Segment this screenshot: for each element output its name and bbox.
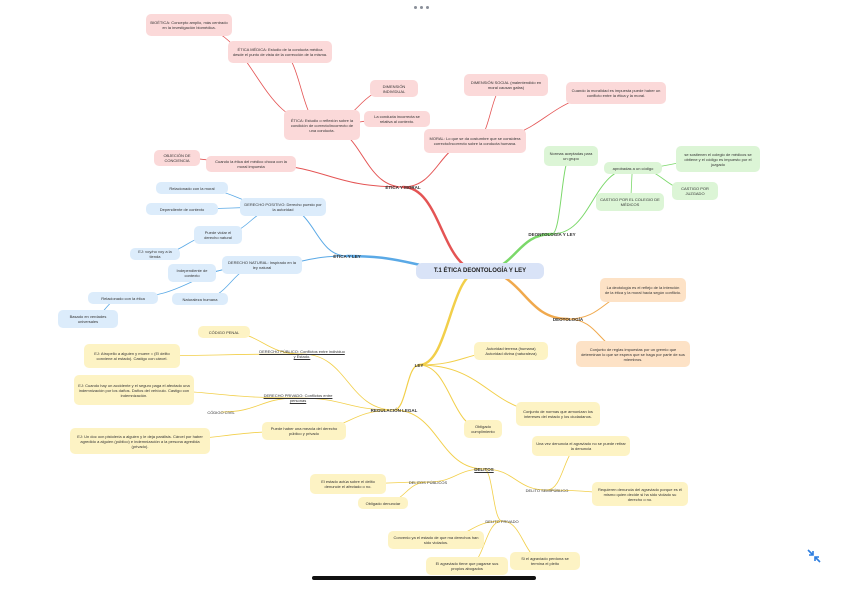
node-naturaleza-humana[interactable]: Naturaleza humana xyxy=(172,293,228,305)
node-ej-doctor[interactable]: EJ: Un doc ocn pistolería a alguien y le… xyxy=(70,428,210,454)
node-obligado-denunciar[interactable]: Obligado denunciar xyxy=(358,497,408,509)
branch-deotologia[interactable]: DEOTOLOGÍA xyxy=(552,316,584,322)
node-dependiente-contexto[interactable]: Dependiente de contexto xyxy=(146,203,218,215)
link-branch-deontologia-ley-node-normas-aceptadas xyxy=(551,155,572,235)
node-normas-aceptadas[interactable]: Normas aceptadas para un grupo xyxy=(544,146,598,166)
node-moral[interactable]: MORAL: Lo que se da costumbre que se con… xyxy=(424,129,526,153)
node-basado-verdades[interactable]: Basado en verdades universales xyxy=(58,310,118,328)
node-deotologia-def2[interactable]: Conjunto de reglas impuestas por un grem… xyxy=(576,341,690,367)
node-convenio-estado[interactable]: Convenio ya el estado de que ma derechos… xyxy=(388,531,484,549)
node-codigo-penal[interactable]: CÓDIGO PENAL xyxy=(198,326,250,338)
node-objecion-conciencia[interactable]: OBJECIÓN DE CONCIENCIA xyxy=(154,150,200,166)
node-derecho-publico[interactable]: DERECHO PÚBLICO: Conflictos entre indivi… xyxy=(259,349,345,359)
node-ej-voy[interactable]: EJ: voy/no voy a la tienda xyxy=(130,248,180,260)
node-ej-atropello[interactable]: EJ: Atropello a alguien y muere = (El de… xyxy=(84,344,180,368)
node-derecho-natural[interactable]: DERECHO NATURAL: Inspirado en la ley nat… xyxy=(222,256,302,274)
node-delito-privado[interactable]: DELITO PRIVADO xyxy=(485,518,519,524)
node-castigo-colegio[interactable]: CASTIGO POR EL COLEGIO DE MÉDICOS xyxy=(596,193,664,211)
node-derecho-privado[interactable]: DERECHO PRIVADO: Conflictos entre person… xyxy=(263,393,333,403)
node-deotologia-def1[interactable]: La deotología es el reflejo de la intenc… xyxy=(600,278,686,302)
node-ej-accidente[interactable]: EJ: Cuando hay un accidente y el seguro … xyxy=(74,375,194,405)
home-indicator[interactable] xyxy=(312,576,536,580)
node-conflicto-moral[interactable]: Cuando la moralidad es impuesta puede ha… xyxy=(566,82,666,104)
link-node-derecho-privado-node-codigo-civil xyxy=(220,397,299,413)
node-agraviado-perdona[interactable]: Si el agraviado perdona se termina el pl… xyxy=(510,552,580,570)
branch-deontologia-ley[interactable]: DEONTOLOGÍA Y LEY xyxy=(528,231,576,237)
node-derecho-positivo[interactable]: DERECHO POSITIVO: Derecho puesto por la … xyxy=(240,198,326,216)
node-agraviado-tiene[interactable]: El agraviado tiene que pagarse sus propi… xyxy=(426,557,508,575)
node-autoridad[interactable]: Autoridad terrena (humana) Autoridad div… xyxy=(474,342,548,360)
link-central-topic-branch-etica-moral xyxy=(401,185,482,273)
node-dimension-social[interactable]: DIMENSIÓN SOCIAL (malentendido en moral … xyxy=(464,74,548,96)
node-requieren-denuncia[interactable]: Requieren denuncia del agraviado porque … xyxy=(592,482,688,506)
node-bioetica[interactable]: BIOÉTICA: Concepto amplio, más centrado … xyxy=(146,14,232,36)
central-topic[interactable]: T.1 ÉTICA DEONTOLOGÍA Y LEY xyxy=(416,263,544,279)
branch-regulacion-legal[interactable]: REGULACIÓN LEGAL xyxy=(370,407,418,413)
node-aprobadas-codigo[interactable]: aprobadas a un código xyxy=(604,162,662,174)
link-branch-regulacion-legal-node-derecho-privado xyxy=(297,397,395,411)
link-branch-delitos-node-delito-semipublico xyxy=(483,468,548,491)
node-se-sostienen[interactable]: se sostienen el colegio de médicos se ob… xyxy=(676,146,760,172)
node-castigo-juzgado[interactable]: CASTIGO POR JUZGADO xyxy=(672,182,718,200)
node-etica-choca[interactable]: Cuando la ética del médico choca con la … xyxy=(206,156,296,172)
more-dots-icon[interactable] xyxy=(414,6,429,9)
node-delito-semipublico[interactable]: DELITO SEMIPÚBLICO xyxy=(525,487,569,493)
node-etica-medica[interactable]: ÉTICA MÉDICA: Estudio de la conducta méd… xyxy=(228,41,332,63)
link-branch-delitos-node-delitos-publicos xyxy=(427,468,485,483)
link-branch-delitos-node-delito-privado xyxy=(483,468,503,522)
node-relacionado-etica[interactable]: Relacionado con la ética xyxy=(88,292,158,304)
node-independiente-contexto[interactable]: Independiente de contexto xyxy=(168,264,216,282)
node-puede-haber-mezcla[interactable]: Puede haber una mezcla del derecho públi… xyxy=(262,422,346,440)
node-obligado-cumplimiento[interactable]: Obligado cumplimiento xyxy=(464,420,502,438)
branch-etica-moral[interactable]: ÉTICA Y MORAL xyxy=(385,184,421,190)
link-central-topic-branch-ley xyxy=(417,269,482,367)
node-conducta-incorrecta[interactable]: La conducta incorrecta se relativa al co… xyxy=(364,111,430,127)
node-dimension-individual[interactable]: DIMENSIÓN INDIVIDUAL xyxy=(370,80,418,97)
node-codigo-civil[interactable]: CÓDIGO CIVIL xyxy=(207,409,235,415)
node-relacionado-moral[interactable]: Relacionado con la moral xyxy=(156,182,228,194)
node-conjunto-normas[interactable]: Conjunto de normas que armonizan los int… xyxy=(516,402,600,426)
branch-delitos[interactable]: DELITOS xyxy=(474,466,494,472)
node-una-vez-denuncia[interactable]: Una vez denuncia el agraviado no se pued… xyxy=(532,436,630,456)
collapse-arrows-icon[interactable] xyxy=(806,548,822,564)
link-branch-regulacion-legal-branch-delitos xyxy=(393,409,485,470)
node-delitos-publicos[interactable]: DELITOS PÚBLICOS xyxy=(408,479,448,485)
link-branch-regulacion-legal-node-derecho-publico xyxy=(301,353,395,411)
node-puede-violar[interactable]: Puede violar el derecho natural xyxy=(194,226,242,244)
node-estado-actua[interactable]: El estado actúa sobre el delito denuncie… xyxy=(310,474,386,494)
link-branch-ley-branch-regulacion-legal xyxy=(393,364,420,411)
node-etica[interactable]: ÉTICA: Estudio o reflexión sobre la cond… xyxy=(284,110,360,140)
branch-etica-ley[interactable]: ÉTICA Y LEY xyxy=(333,253,361,259)
branch-ley[interactable]: LEY xyxy=(414,362,424,368)
